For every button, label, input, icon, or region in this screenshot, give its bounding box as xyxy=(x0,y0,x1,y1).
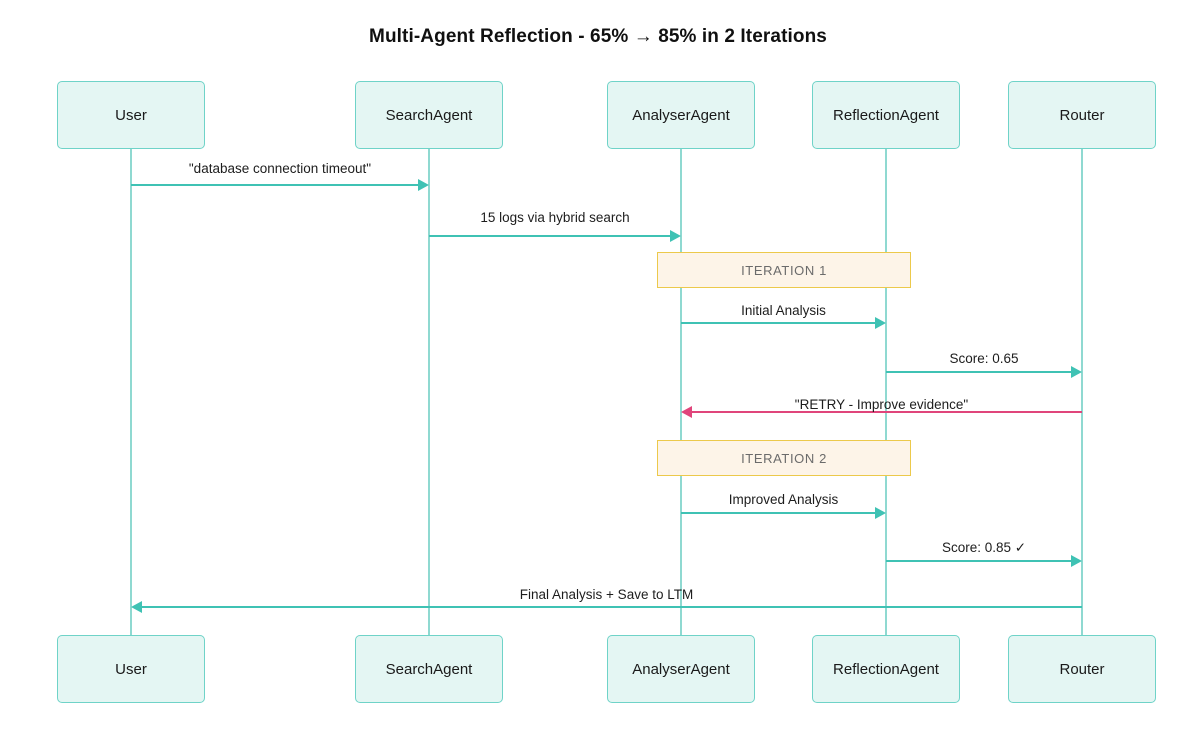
participant-label: SearchAgent xyxy=(385,660,473,678)
message-line-m2 xyxy=(429,235,670,238)
message-label-m2: 15 logs via hybrid search xyxy=(480,210,630,225)
lifeline-user xyxy=(130,149,132,635)
message-label-m6: Improved Analysis xyxy=(728,492,839,507)
message-arrowhead-m5 xyxy=(681,406,692,419)
message-label-m8: Final Analysis + Save to LTM xyxy=(519,587,694,602)
participant-bottom-reflection_agent[interactable]: ReflectionAgent xyxy=(812,635,960,703)
message-line-m7 xyxy=(886,560,1071,563)
message-label-m5: "RETRY - Improve evidence" xyxy=(794,397,969,412)
participant-label: ReflectionAgent xyxy=(833,660,939,678)
lifeline-search_agent xyxy=(428,149,430,635)
participant-top-reflection_agent[interactable]: ReflectionAgent xyxy=(812,81,960,149)
message-line-m8 xyxy=(142,606,1082,609)
message-line-m3 xyxy=(681,322,875,325)
message-arrowhead-m4 xyxy=(1071,366,1082,379)
message-arrowhead-m8 xyxy=(131,601,142,614)
participant-bottom-analyser_agent[interactable]: AnalyserAgent xyxy=(607,635,755,703)
message-label-m3: Initial Analysis xyxy=(741,303,826,318)
participant-label: ReflectionAgent xyxy=(833,106,939,124)
participant-top-analyser_agent[interactable]: AnalyserAgent xyxy=(607,81,755,149)
participant-bottom-router[interactable]: Router xyxy=(1008,635,1156,703)
message-line-m6 xyxy=(681,512,875,515)
participant-label: Router xyxy=(1059,660,1105,678)
participant-label: User xyxy=(115,106,147,124)
message-line-m1 xyxy=(131,184,418,187)
block-iteration-2: ITERATION 2 xyxy=(657,440,911,476)
participant-label: User xyxy=(115,660,147,678)
participant-label: Router xyxy=(1059,106,1105,124)
participant-bottom-search_agent[interactable]: SearchAgent xyxy=(355,635,503,703)
participant-label: SearchAgent xyxy=(385,106,473,124)
message-label-m4: Score: 0.65 xyxy=(949,351,1019,366)
message-arrowhead-m1 xyxy=(418,179,429,192)
message-line-m5 xyxy=(692,411,1082,414)
block-label: ITERATION 2 xyxy=(741,450,827,466)
page-title: Multi-Agent Reflection - 65% → 85% in 2 … xyxy=(369,26,827,47)
message-arrowhead-m2 xyxy=(670,230,681,243)
lifeline-router xyxy=(1081,149,1083,635)
lifeline-analyser_agent xyxy=(680,149,682,635)
lifeline-reflection_agent xyxy=(885,149,887,635)
participant-label: AnalyserAgent xyxy=(632,106,730,124)
message-arrowhead-m6 xyxy=(875,507,886,520)
participant-bottom-user[interactable]: User xyxy=(57,635,205,703)
message-arrowhead-m7 xyxy=(1071,555,1082,568)
block-iteration-1: ITERATION 1 xyxy=(657,252,911,288)
participant-top-search_agent[interactable]: SearchAgent xyxy=(355,81,503,149)
message-label-m1: "database connection timeout" xyxy=(188,161,372,176)
participant-top-user[interactable]: User xyxy=(57,81,205,149)
block-label: ITERATION 1 xyxy=(741,262,827,278)
message-arrowhead-m3 xyxy=(875,317,886,330)
message-label-m7: Score: 0.85 ✓ xyxy=(941,540,1027,555)
participant-label: AnalyserAgent xyxy=(632,660,730,678)
message-line-m4 xyxy=(886,371,1071,374)
participant-top-router[interactable]: Router xyxy=(1008,81,1156,149)
